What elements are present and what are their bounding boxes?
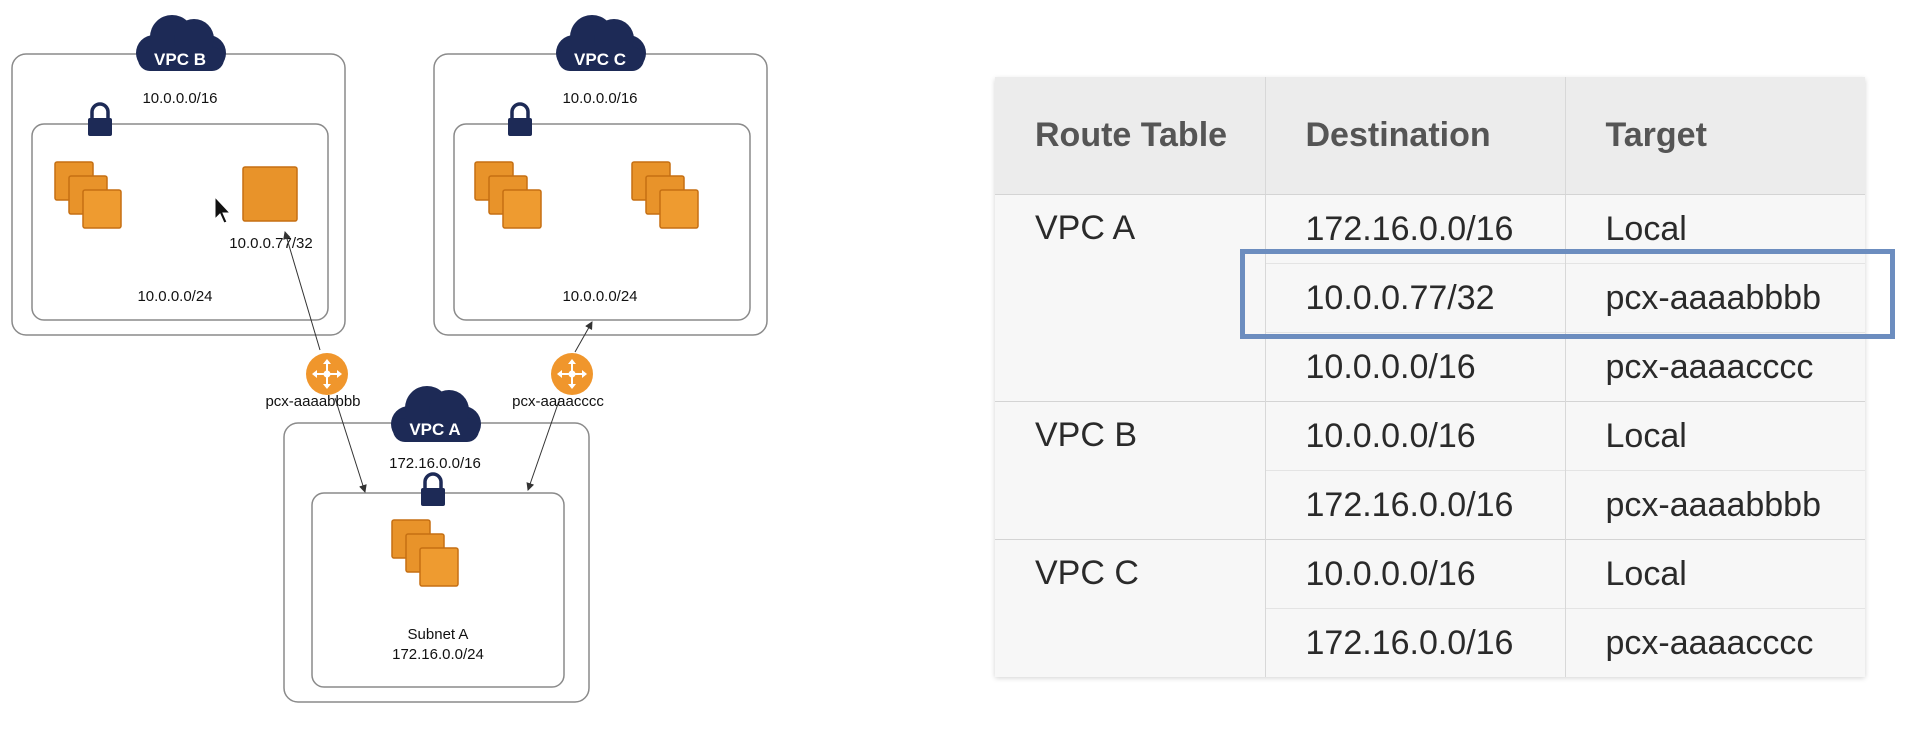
route-table-name: VPC A bbox=[995, 194, 1266, 402]
route-table: Route Table Destination Target VPC A 172… bbox=[995, 77, 1865, 677]
vpc-c-name: VPC C bbox=[574, 50, 626, 69]
vpc-a-name: VPC A bbox=[409, 420, 460, 439]
target-cell: Local bbox=[1565, 539, 1865, 609]
peering-icon[interactable] bbox=[305, 352, 349, 396]
subnet-a-name: Subnet A bbox=[408, 626, 469, 643]
destination-cell: 172.16.0.0/16 bbox=[1265, 470, 1566, 540]
target-cell: pcx-aaaabbbb bbox=[1565, 470, 1865, 540]
peering-ac-label: pcx-aaaacccc bbox=[512, 393, 604, 410]
vpc-c-subnet-box bbox=[453, 123, 751, 321]
target-cell: Local bbox=[1565, 401, 1865, 471]
target-cell: pcx-aaaacccc bbox=[1565, 608, 1865, 677]
target-cell: pcx-aaaabbbb bbox=[1565, 263, 1865, 333]
peering-ac-arrow-to-a bbox=[526, 397, 561, 491]
table-row: 10.0.0.77/32 pcx-aaaabbbb bbox=[995, 263, 1865, 333]
vpc-a-group: VPC A 172.16.0.0/16 Subnet A 172.16.0.0/… bbox=[283, 386, 590, 703]
table-row: 10.0.0.0/16 pcx-aaaacccc bbox=[995, 332, 1865, 402]
destination-cell: 172.16.0.0/16 bbox=[1265, 608, 1566, 677]
vpc-b-cidr: 10.0.0.0/16 bbox=[142, 90, 217, 107]
destination-cell: 172.16.0.0/16 bbox=[1265, 194, 1566, 264]
table-row: 172.16.0.0/16 pcx-aaaabbbb bbox=[995, 470, 1865, 540]
route-table-panel: Route Table Destination Target VPC A 172… bbox=[995, 77, 1865, 677]
target-cell: Local bbox=[1565, 194, 1865, 264]
instance-icon[interactable] bbox=[242, 166, 298, 222]
destination-cell: 10.0.0.0/16 bbox=[1265, 332, 1566, 402]
cursor-icon bbox=[214, 195, 232, 224]
vpc-b-group: VPC B 10.0.0.0/16 10.0.0.77/32 10.0.0.0/… bbox=[11, 15, 346, 336]
table-row: VPC B 10.0.0.0/16 Local bbox=[995, 401, 1865, 540]
target-cell: pcx-aaaacccc bbox=[1565, 332, 1865, 402]
vpc-c-group: VPC C 10.0.0.0/16 10.0.0.0/24 bbox=[433, 15, 768, 336]
peering-ac-arrow-to-c bbox=[574, 321, 593, 353]
destination-cell: 10.0.0.0/16 bbox=[1265, 401, 1566, 471]
table-row: VPC A 172.16.0.0/16 Local bbox=[995, 194, 1865, 402]
peering-links: pcx-aaaabbbb pcx-aaaacccc bbox=[265, 231, 604, 493]
header-destination: Destination bbox=[1265, 77, 1566, 195]
route-table-name: VPC C bbox=[995, 539, 1266, 677]
subnet-a-cidr: 172.16.0.0/24 bbox=[392, 646, 484, 663]
destination-cell: 10.0.0.0/16 bbox=[1265, 539, 1566, 609]
vpc-a-cidr: 172.16.0.0/16 bbox=[389, 455, 481, 472]
vpc-b-subnet-cidr: 10.0.0.0/24 bbox=[137, 288, 212, 305]
peering-icon[interactable] bbox=[550, 352, 594, 396]
peering-ab-label: pcx-aaaabbbb bbox=[265, 393, 360, 410]
destination-cell: 10.0.0.77/32 bbox=[1265, 263, 1566, 333]
vpc-b-name: VPC B bbox=[154, 50, 206, 69]
vpc-peering-diagram: VPC B 10.0.0.0/16 10.0.0.77/32 10.0.0.0/… bbox=[11, 15, 768, 703]
table-row: VPC C 10.0.0.0/16 Local bbox=[995, 539, 1865, 677]
header-target: Target bbox=[1565, 77, 1865, 195]
table-row: 172.16.0.0/16 pcx-aaaacccc bbox=[995, 608, 1865, 677]
header-route-table: Route Table bbox=[995, 77, 1266, 195]
vpc-c-cidr: 10.0.0.0/16 bbox=[562, 90, 637, 107]
route-table-name: VPC B bbox=[995, 401, 1266, 540]
peering-ab-arrow-to-b bbox=[283, 231, 321, 351]
vpc-c-subnet-cidr: 10.0.0.0/24 bbox=[562, 288, 637, 305]
route-table-header-row: Route Table Destination Target bbox=[995, 77, 1865, 195]
vpc-b-instance-ip: 10.0.0.77/32 bbox=[229, 235, 312, 252]
peering-ab-arrow-to-a bbox=[334, 397, 367, 493]
